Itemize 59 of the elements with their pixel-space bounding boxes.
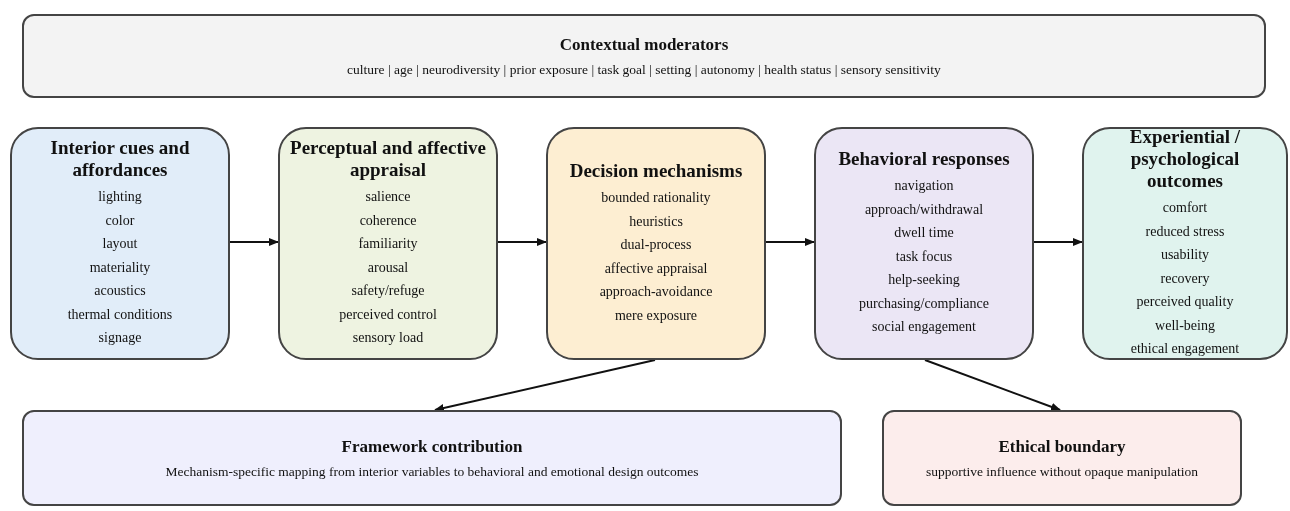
list-item: perceived control (339, 305, 437, 324)
stage-box (814, 127, 1034, 360)
list-item: mere exposure (615, 306, 697, 325)
list-item: task focus (895, 247, 953, 266)
arrow (434, 359, 656, 412)
list-item: heuristics (629, 212, 683, 231)
list-item: safety/refuge (351, 282, 425, 301)
box-heading: Contextual moderators (559, 34, 729, 56)
list-item: materiality (89, 258, 151, 277)
list-item: acoustics (94, 282, 146, 301)
list-item: thermal conditions (67, 305, 173, 324)
list-item: navigation (894, 177, 954, 196)
info-box (22, 410, 842, 506)
list-item: coherence (359, 211, 417, 230)
stage-box (1082, 127, 1288, 360)
box-heading: Behavioral responses (838, 148, 1010, 171)
list-item: layout (102, 235, 138, 254)
list-item: bounded rationality (601, 189, 711, 207)
list-item: well-being (1155, 316, 1215, 335)
description-text: supportive influence without opaque manipulation (925, 463, 1199, 481)
list-item: social engagement (872, 318, 976, 337)
list-item: dual-process (620, 236, 692, 254)
list-item: color (105, 211, 135, 230)
list-item: help-seeking (888, 271, 960, 290)
list-item: dwell time (894, 224, 954, 243)
arrow (229, 238, 279, 246)
list-item: familiarity (358, 235, 418, 254)
info-box (882, 410, 1242, 506)
list-item: salience (365, 188, 411, 207)
list-item: approach-avoidance (599, 283, 713, 301)
box-heading: Decision mechanisms (569, 160, 743, 182)
list-item: perceived quality (1136, 293, 1234, 312)
arrow (924, 359, 1061, 411)
description-text: Mechanism-specific mapping from interior variables to behavioral and emotional design outcomes (165, 463, 699, 481)
box-heading: Experiential / psychological outcomes (1128, 126, 1242, 193)
arrow (497, 238, 547, 246)
list-item: signage (98, 329, 142, 348)
arrow (765, 238, 815, 246)
box-heading: Interior cues and affordances (49, 137, 191, 182)
list-item: sensory load (352, 329, 424, 348)
list-item: comfort (1162, 199, 1208, 218)
list-item: usability (1160, 246, 1210, 265)
list-item: recovery (1160, 269, 1210, 288)
arrow (1033, 238, 1083, 246)
list-item: ethical engagement (1130, 340, 1240, 359)
list-item: affective appraisal (604, 259, 708, 278)
list-item: arousal (367, 258, 409, 277)
box-heading: Framework contribution (341, 436, 523, 458)
description-text: culture | age | neurodiversity | prior exposure | task goal | setting | autonomy | health status | sensory sensitivity (347, 61, 941, 79)
info-box (22, 14, 1266, 98)
list-item: lighting (98, 188, 142, 207)
box-heading: Perceptual and affective appraisal (289, 137, 487, 182)
list-item: purchasing/compliance (859, 294, 989, 313)
stage-box (10, 127, 230, 360)
box-heading: Ethical boundary (998, 436, 1126, 458)
stage-box (278, 127, 498, 360)
stage-box (546, 127, 766, 360)
list-item: approach/withdrawal (864, 200, 984, 219)
list-item: reduced stress (1145, 222, 1225, 241)
